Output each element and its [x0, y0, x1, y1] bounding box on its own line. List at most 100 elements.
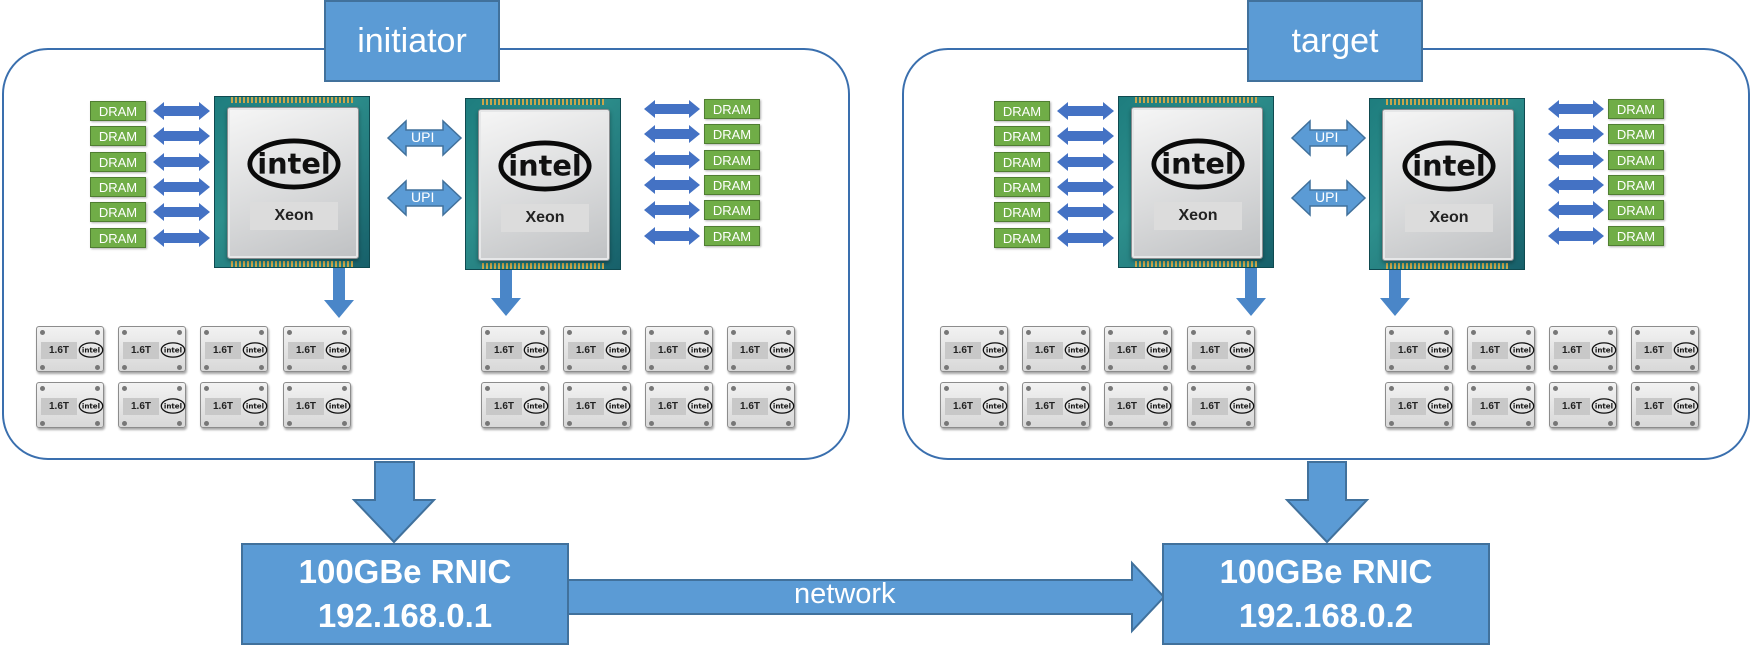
memory-channel-arrow [1057, 127, 1114, 145]
screw-icon [567, 365, 572, 370]
down-arrow [1380, 266, 1410, 316]
screw-icon [1553, 330, 1558, 335]
upi-link-arrow [1290, 119, 1367, 157]
target-rnic-box: 100GBe RNIC 192.168.0.2 [1162, 543, 1490, 645]
screw-icon [704, 421, 709, 426]
screw-icon [999, 386, 1004, 391]
screw-icon [1635, 330, 1640, 335]
memory-channel-arrow [153, 178, 210, 196]
svg-text:intel: intel [329, 346, 347, 355]
screw-icon [1553, 386, 1558, 391]
svg-text:intel: intel [773, 402, 791, 411]
memory-channel-arrow [644, 176, 700, 194]
screw-icon [1635, 365, 1640, 370]
memory-channel-arrow [644, 227, 700, 245]
screw-icon [122, 386, 127, 391]
screw-icon [1608, 386, 1613, 391]
svg-text:intel: intel [82, 402, 100, 411]
ssd-capacity-label: 1.6T [1472, 342, 1508, 359]
screw-icon [999, 330, 1004, 335]
intel-logo-icon: intel [769, 339, 795, 361]
intel-logo-icon: intel [1229, 395, 1255, 417]
ssd-capacity-label: 1.6T [1554, 398, 1590, 415]
screw-icon [287, 386, 292, 391]
ssd-capacity-label: 1.6T [1027, 342, 1063, 359]
screw-icon [540, 386, 545, 391]
ssd-capacity-label: 1.6T [205, 342, 241, 359]
dram-module: DRAM [1608, 200, 1664, 220]
svg-text:intel: intel [527, 402, 545, 411]
screw-icon [1635, 386, 1640, 391]
screw-icon [786, 386, 791, 391]
screw-icon [177, 330, 182, 335]
down-arrow [1236, 266, 1266, 316]
memory-channel-arrow [644, 201, 700, 219]
svg-text:intel: intel [1677, 346, 1695, 355]
dram-module: DRAM [90, 101, 146, 121]
initiator-title: initiator [324, 0, 500, 82]
ssd-capacity-label: 1.6T [1109, 398, 1145, 415]
dram-module: DRAM [994, 101, 1050, 121]
memory-channel-arrow [1548, 100, 1604, 118]
cpu-model-label: Xeon [501, 204, 589, 232]
dram-module: DRAM [704, 175, 760, 195]
screw-icon [1553, 421, 1558, 426]
screw-icon [342, 386, 347, 391]
intel-logo-icon: intel [1064, 339, 1090, 361]
intel-logo-icon: intel [1591, 395, 1617, 417]
screw-icon [1690, 386, 1695, 391]
svg-text:intel: intel [986, 402, 1004, 411]
svg-text:intel: intel [1513, 346, 1531, 355]
svg-text:intel: intel [1595, 346, 1613, 355]
ssd-capacity-label: 1.6T [1390, 342, 1426, 359]
intel-logo-icon: intel [523, 339, 549, 361]
screw-icon [1471, 421, 1476, 426]
intel-logo-icon: intel [160, 395, 186, 417]
intel-logo-icon: intel [1427, 395, 1453, 417]
memory-channel-arrow [1057, 203, 1114, 221]
ssd-capacity-label: 1.6T [650, 342, 686, 359]
screw-icon [1526, 365, 1531, 370]
cpu-pins [1386, 99, 1508, 105]
screw-icon [342, 330, 347, 335]
screw-icon [704, 330, 709, 335]
cpu-pins [1386, 263, 1508, 269]
cpu-model-label: Xeon [250, 202, 338, 230]
intel-logo-icon: intel [1673, 395, 1699, 417]
screw-icon [1163, 421, 1168, 426]
svg-text:intel: intel [246, 402, 264, 411]
intel-logo-icon: intel [1401, 138, 1497, 194]
svg-text:intel: intel [82, 346, 100, 355]
screw-icon [649, 365, 654, 370]
network-label: network [794, 578, 896, 610]
dram-module: DRAM [1608, 99, 1664, 119]
ssd-capacity-label: 1.6T [1027, 398, 1063, 415]
screw-icon [944, 386, 949, 391]
intel-logo-icon: intel [160, 339, 186, 361]
svg-text:intel: intel [609, 346, 627, 355]
intel-logo-icon: intel [605, 395, 631, 417]
ssd-capacity-label: 1.6T [568, 398, 604, 415]
screw-icon [1389, 330, 1394, 335]
intel-logo-icon: intel [1146, 339, 1172, 361]
cpu-brand-text: intel [257, 147, 331, 181]
svg-text:intel: intel [164, 402, 182, 411]
intel-logo-icon: intel [497, 138, 593, 194]
memory-channel-arrow [1548, 227, 1604, 245]
cpu-to-ssd-arrows [324, 266, 1410, 318]
down-arrow [324, 266, 354, 318]
cpu-pins [1135, 97, 1257, 103]
screw-icon [540, 421, 545, 426]
screw-icon [786, 421, 791, 426]
screw-icon [731, 330, 736, 335]
